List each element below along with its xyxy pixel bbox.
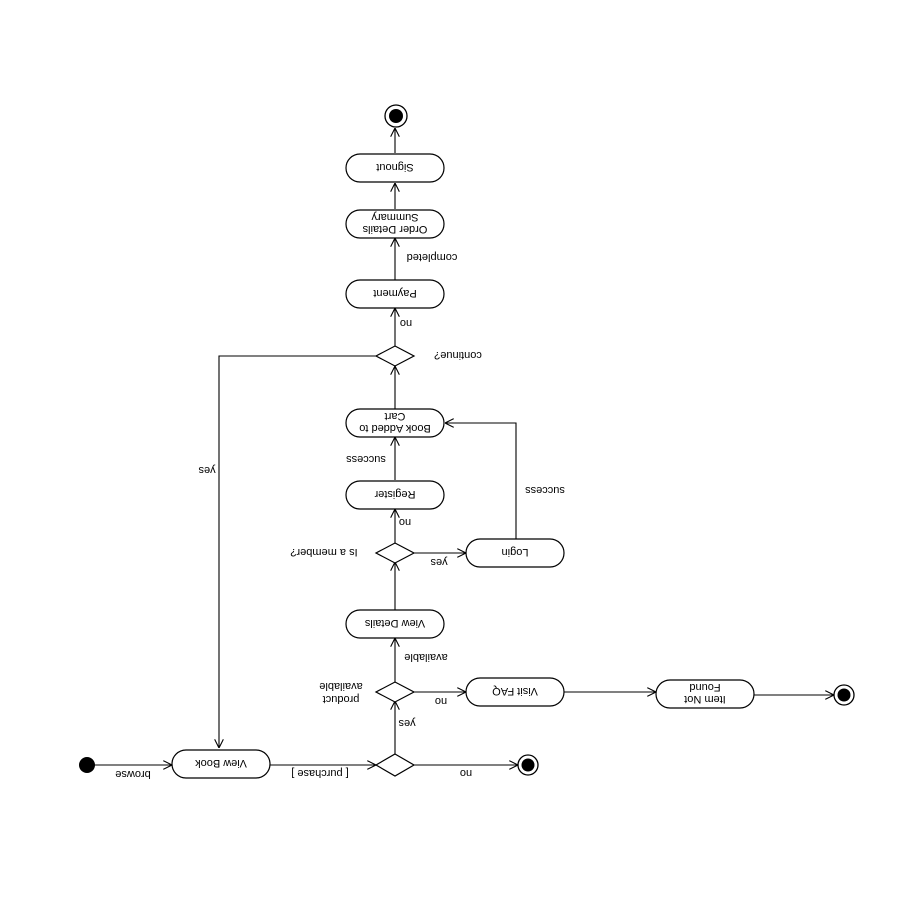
action-signout[interactable]: Signout bbox=[345, 153, 445, 183]
label-is-member: Is a member? bbox=[290, 546, 357, 558]
label-continue-no: no bbox=[400, 317, 412, 329]
decision-purchase bbox=[374, 753, 416, 777]
decision-is-member bbox=[374, 542, 416, 564]
action-login[interactable]: Login bbox=[465, 538, 565, 568]
action-register[interactable]: Register bbox=[345, 480, 445, 510]
action-payment[interactable]: Payment bbox=[345, 279, 445, 309]
action-book-added-label-2: Cart bbox=[385, 410, 406, 422]
decision-continue bbox=[374, 345, 416, 367]
label-product-available-2: available bbox=[319, 680, 362, 692]
action-view-book[interactable]: View Book bbox=[171, 749, 271, 779]
label-available-no: no bbox=[435, 695, 447, 707]
label-purchase-yes: yes bbox=[398, 717, 416, 729]
action-view-details-label: View Details bbox=[364, 617, 425, 629]
label-register-success: success bbox=[346, 453, 386, 465]
action-order-details-summary[interactable]: Order Details Summary bbox=[345, 209, 445, 239]
label-member-no: no bbox=[399, 516, 411, 528]
action-book-added-to-cart[interactable]: Book Added to Cart bbox=[345, 408, 445, 438]
action-item-not-found-label-1: Item Not bbox=[684, 693, 726, 705]
label-purchase-no: no bbox=[460, 767, 472, 779]
label-completed: completed bbox=[407, 251, 458, 263]
label-continue: continue? bbox=[434, 349, 482, 361]
action-login-label: Login bbox=[502, 546, 529, 558]
action-view-details[interactable]: View Details bbox=[345, 609, 445, 639]
label-product-available-1: product bbox=[323, 693, 360, 705]
action-register-label: Register bbox=[374, 488, 415, 500]
edges bbox=[87, 128, 834, 765]
action-signout-label: Signout bbox=[376, 161, 413, 173]
label-browse: browse bbox=[115, 768, 150, 780]
action-item-not-found[interactable]: Item Not Found bbox=[655, 679, 755, 709]
action-visit-faq-label: Visit FAQ bbox=[492, 685, 538, 697]
action-book-added-label-1: Book Added to bbox=[359, 422, 431, 434]
edge-continue-yes bbox=[219, 355, 376, 748]
label-purchase: [ purchase ] bbox=[291, 767, 348, 779]
action-order-details-label-1: Order Details bbox=[362, 223, 427, 235]
action-visit-faq[interactable]: Visit FAQ bbox=[465, 677, 565, 707]
action-view-book-label: View Book bbox=[195, 757, 247, 769]
label-available: available bbox=[404, 651, 447, 663]
label-login-success: success bbox=[525, 484, 565, 496]
initial-node bbox=[79, 757, 95, 773]
action-payment-label: Payment bbox=[373, 287, 416, 299]
action-item-not-found-label-2: Found bbox=[689, 681, 720, 693]
action-order-details-label-2: Summary bbox=[371, 211, 419, 223]
label-member-yes: yes bbox=[430, 556, 448, 568]
final-node-top bbox=[384, 104, 408, 128]
decision-product-available bbox=[374, 681, 416, 703]
final-node-purchase-no bbox=[517, 754, 539, 776]
edge-labels: browse [ purchase ] no yes product avail… bbox=[115, 251, 565, 780]
final-node-item-not-found bbox=[833, 684, 855, 706]
edge-login-success bbox=[445, 423, 517, 539]
label-continue-yes: yes bbox=[198, 464, 216, 476]
